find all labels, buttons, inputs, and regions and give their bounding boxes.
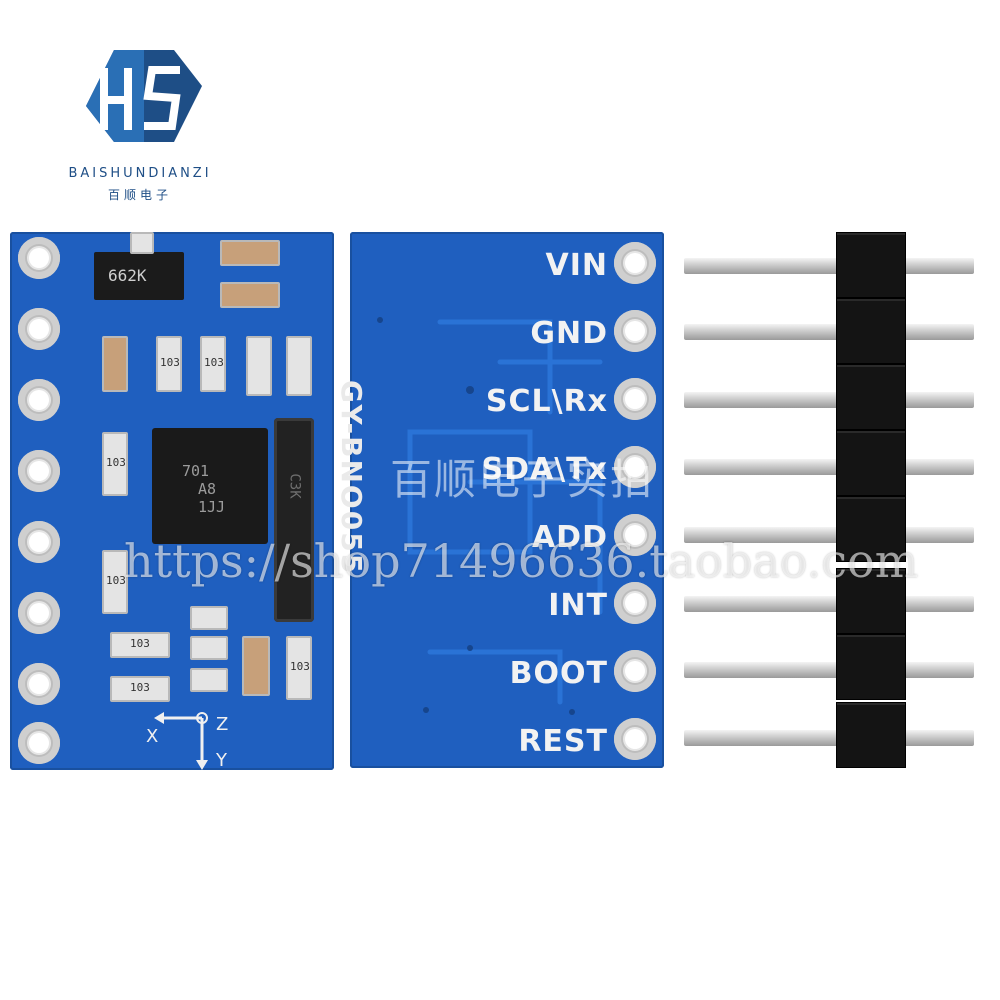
- pin-hole: [18, 237, 60, 279]
- chip-marking-line: 1JJ: [198, 498, 226, 516]
- pin-hole: [614, 446, 656, 488]
- pcb-traces: [377, 317, 603, 715]
- pcb-front-board: 662K 103 103 103 701 A8 1JJ C3K 103 103 …: [10, 232, 334, 770]
- pin-label-scl: SCL\Rx: [485, 384, 608, 419]
- resistor: 103: [110, 632, 170, 658]
- pin-header-strip: [684, 230, 984, 770]
- resistor: 103: [200, 336, 226, 392]
- regulator-tab: [130, 232, 154, 254]
- capacitor: [286, 336, 312, 396]
- pin-hole: [18, 521, 60, 563]
- pin-hole: [614, 514, 656, 556]
- header-pin: [684, 392, 974, 408]
- resistor: 103: [102, 432, 128, 496]
- bno055-sensor-chip: 701 A8 1JJ: [152, 428, 268, 544]
- axis-x-label: X: [146, 726, 158, 747]
- resistor-marking: 103: [106, 574, 126, 587]
- header-pin: [684, 258, 974, 274]
- chip-marking-line: 701: [182, 462, 210, 480]
- resistor: 103: [286, 636, 312, 700]
- capacitor: [242, 636, 270, 696]
- resistor: 103: [102, 550, 128, 614]
- capacitor: [102, 336, 128, 392]
- pin-label-add: ADD: [531, 520, 608, 555]
- pin-hole: [614, 582, 656, 624]
- capacitor: [190, 636, 228, 660]
- pin-hole: [614, 718, 656, 760]
- capacitor: [190, 606, 228, 630]
- resistor-marking: 103: [130, 637, 150, 650]
- header-housing: [836, 634, 906, 700]
- capacitor: [220, 240, 280, 266]
- resistor-marking: 103: [130, 681, 150, 694]
- capacitor: [190, 668, 228, 692]
- pin-hole: [18, 722, 60, 764]
- header-housing: [836, 430, 906, 496]
- pin-hole: [18, 450, 60, 492]
- resistor-marking: 103: [106, 456, 126, 469]
- pin-hole: [614, 378, 656, 420]
- header-housing: [836, 568, 906, 634]
- resistor-marking: 103: [290, 660, 310, 673]
- watermark-shop-name: 百顺电子实拍: [390, 455, 655, 504]
- header-housing: [836, 496, 906, 562]
- brand-name-chinese: 百顺电子: [107, 188, 172, 202]
- capacitor: [220, 282, 280, 308]
- pin-hole: [614, 650, 656, 692]
- header-pin: [684, 324, 974, 340]
- header-housing: [836, 364, 906, 430]
- pin-label-int: INT: [548, 588, 608, 623]
- pin-label-gnd: GND: [530, 316, 608, 351]
- regulator-marking: 662K: [108, 266, 147, 285]
- header-housing: [836, 232, 906, 298]
- axis-y-label: Y: [215, 750, 228, 770]
- chip-marking-line: A8: [198, 480, 217, 498]
- watermark-shop-url: https://shop71496636.taobao.com: [124, 534, 919, 588]
- header-pin: [684, 730, 974, 746]
- crystal-marking: C3K: [286, 473, 303, 499]
- pin-label-rest: REST: [518, 724, 608, 759]
- resistor: 103: [156, 336, 182, 392]
- crystal-oscillator: C3K: [274, 418, 314, 622]
- header-pin: [684, 662, 974, 678]
- pin-hole: [18, 592, 60, 634]
- header-housing: [836, 702, 906, 768]
- pin-label-boot: BOOT: [509, 656, 608, 691]
- brand-logo-icon: [86, 50, 202, 142]
- pin-hole: [18, 308, 60, 350]
- resistor-marking: 103: [204, 356, 224, 369]
- axis-z-label: Z: [216, 714, 228, 735]
- axis-orientation-icon: X Z Y: [146, 712, 228, 770]
- pin-label-sda: SDA\Tx: [481, 452, 608, 487]
- pin-hole: [614, 310, 656, 352]
- voltage-regulator: 662K: [94, 252, 184, 300]
- capacitor: [246, 336, 272, 396]
- header-pin: [684, 596, 974, 612]
- resistor: 103: [110, 676, 170, 702]
- pin-label-vin: VIN: [545, 248, 608, 283]
- brand-name-english: BAISHUNDIANZI: [68, 166, 212, 181]
- pin-hole: [18, 663, 60, 705]
- pin-hole: [18, 379, 60, 421]
- pin-hole: [614, 242, 656, 284]
- header-pin: [684, 459, 974, 475]
- resistor-marking: 103: [160, 356, 180, 369]
- pcb-back-board: [350, 232, 664, 768]
- header-housing: [836, 298, 906, 364]
